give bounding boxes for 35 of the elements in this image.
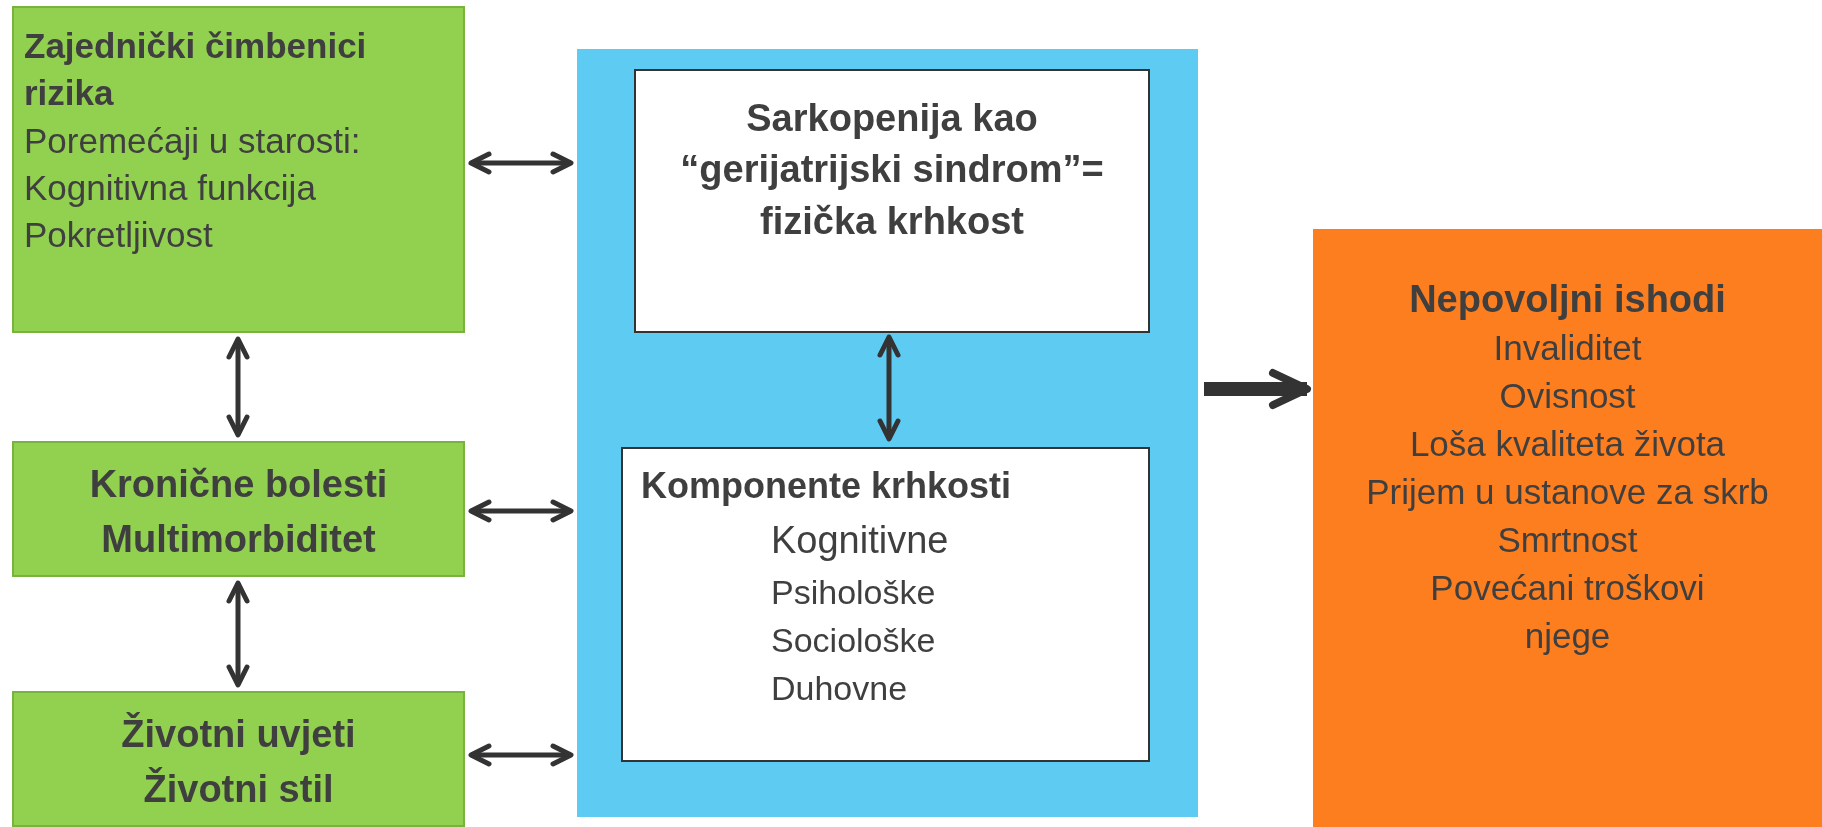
- list-item: Loša kvaliteta života: [1408, 423, 1727, 466]
- box-heading: Zajednički čimbenici rizika: [24, 25, 368, 115]
- double-arrow: [468, 743, 574, 767]
- double-arrow: [468, 151, 574, 175]
- box-text: Poremećaji u starosti:: [24, 119, 362, 162]
- box-heading: Nepovoljni ishodi: [1408, 277, 1727, 322]
- box-text: Pokretljivost: [24, 214, 214, 256]
- list-item: Smrtnost: [1496, 519, 1639, 562]
- list-item: Prijem u ustanove za skrb: [1365, 471, 1770, 514]
- box-heading: Multimorbiditet: [100, 517, 377, 563]
- box-heading: Sarkopenija kao “gerijatrijski sindrom”= fizička krhkost: [679, 96, 1105, 244]
- list-item: Ovisnost: [1498, 375, 1637, 418]
- box-heading: Životni uvjeti: [120, 711, 357, 757]
- sarcopenia-box: [634, 69, 1150, 333]
- box-heading: Kronične bolesti: [88, 462, 389, 507]
- box-text: Kognitivna funkcija: [24, 166, 317, 209]
- list-item: Kognitivne: [770, 517, 950, 563]
- risk-factor-box: [12, 6, 465, 333]
- adverse-outcomes-box: [1313, 229, 1822, 827]
- chronic-disease-box: [12, 441, 465, 577]
- frailty-panel: [577, 49, 1198, 817]
- double-arrow: [468, 499, 574, 523]
- double-arrow: [226, 580, 250, 688]
- double-arrow: [226, 336, 250, 438]
- list-item: Invaliditet: [1492, 327, 1643, 370]
- box-heading: Komponente krhkosti: [640, 464, 1013, 508]
- list-item: Sociološke: [770, 620, 937, 661]
- list-item: Duhovne: [770, 668, 909, 710]
- list-item: Povećani troškovi njege: [1429, 567, 1706, 657]
- double-arrow: [877, 334, 901, 442]
- frailty-components-box: [621, 447, 1150, 762]
- arrow: [1204, 369, 1311, 409]
- list-item: Psihološke: [770, 571, 937, 613]
- box-heading: Životni stil: [142, 766, 335, 813]
- lifestyle-box: [12, 691, 465, 827]
